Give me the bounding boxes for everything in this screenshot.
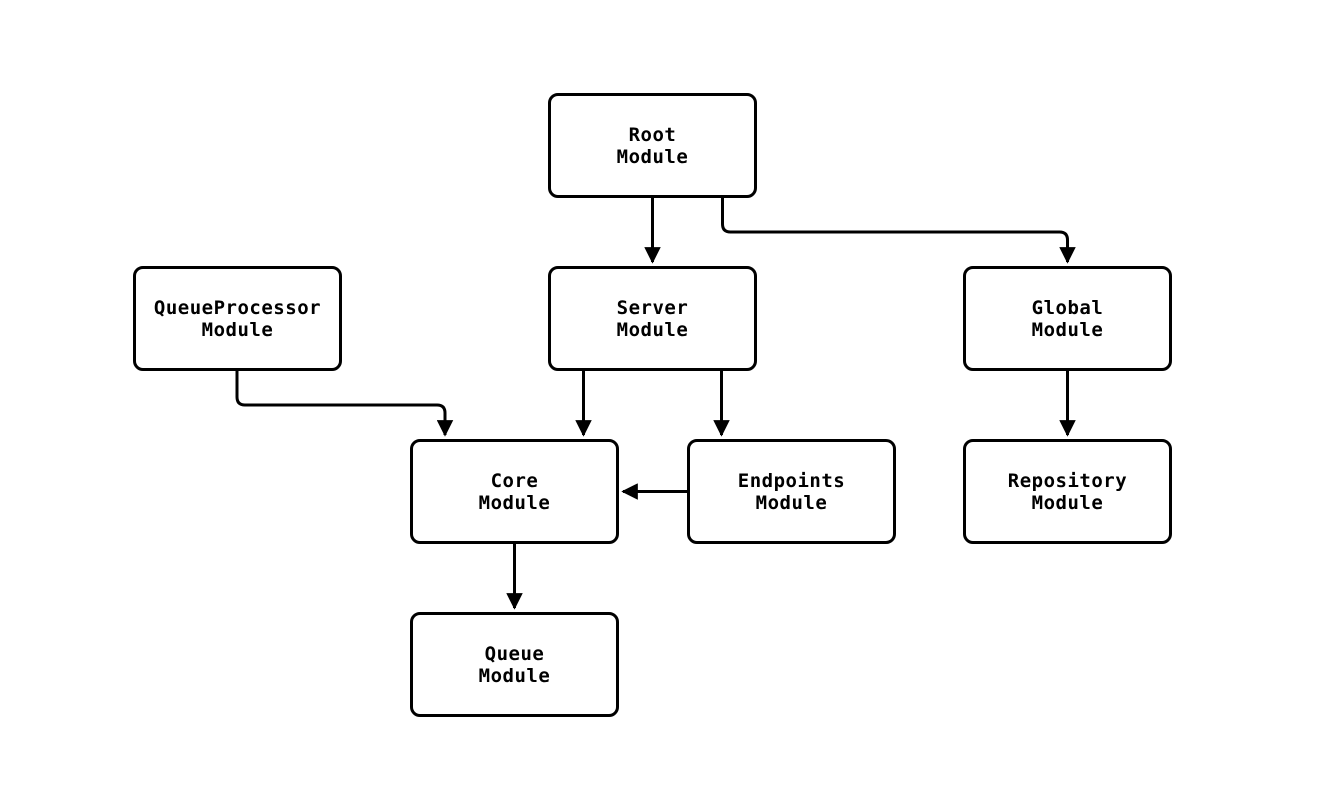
node-core-module: Core Module: [410, 439, 619, 544]
node-label-global-module: Global Module: [1031, 296, 1104, 341]
node-repository-module: Repository Module: [963, 439, 1172, 544]
edge-root-to-global: [721, 198, 1076, 264]
edge-queueprocessor-to-core: [235, 371, 454, 437]
node-global-module: Global Module: [963, 266, 1172, 371]
node-label-queue-module: Queue Module: [478, 642, 551, 687]
node-label-server-module: Server Module: [616, 296, 689, 341]
node-root-module: Root Module: [548, 93, 757, 198]
node-queueprocessor-module: QueueProcessor Module: [133, 266, 342, 371]
node-queue-module: Queue Module: [410, 612, 619, 717]
node-label-endpoints-module: Endpoints Module: [737, 469, 846, 514]
node-server-module: Server Module: [548, 266, 757, 371]
node-label-queueprocessor-module: QueueProcessor Module: [153, 296, 322, 341]
node-endpoints-module: Endpoints Module: [687, 439, 896, 544]
node-label-repository-module: Repository Module: [1007, 469, 1128, 514]
node-label-root-module: Root Module: [616, 123, 689, 168]
node-label-core-module: Core Module: [478, 469, 551, 514]
